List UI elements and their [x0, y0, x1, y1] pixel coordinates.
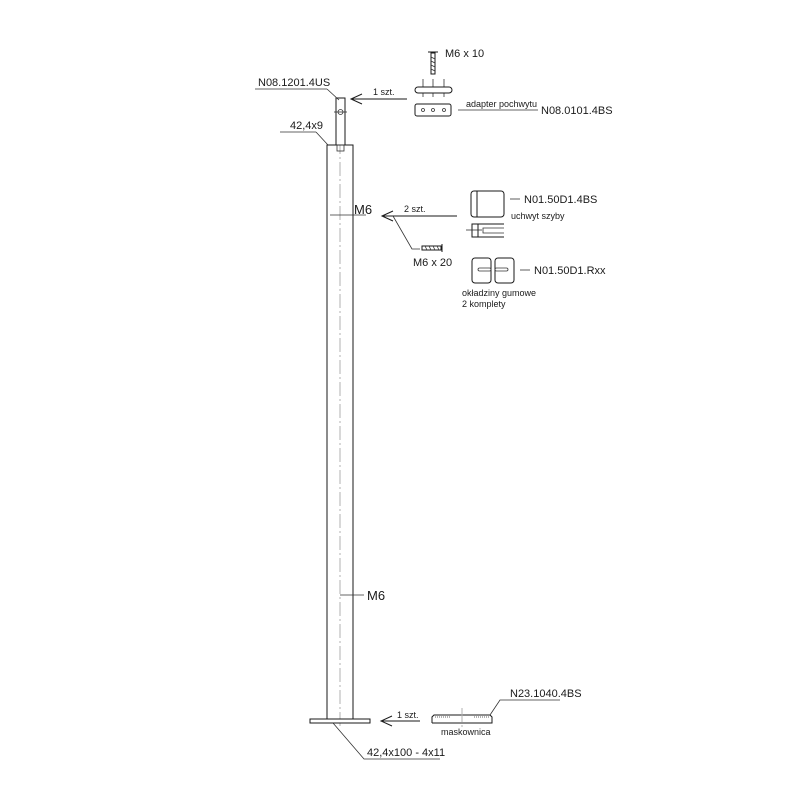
arrow-left-icon	[379, 715, 393, 727]
adapter-hole-2	[431, 108, 435, 112]
cover-name-label: maskownica	[441, 727, 491, 737]
adapter-top-view	[414, 103, 452, 117]
clamp-screw-label: M6 x 20	[413, 257, 452, 269]
arrow-left-icon	[349, 93, 363, 105]
cover-code-label: N23.1040.4BS	[510, 688, 582, 700]
clamp-front-view	[470, 190, 505, 218]
middle-thread: M6	[340, 588, 385, 603]
base-plate	[309, 718, 371, 724]
rubber-pad-left	[471, 257, 492, 284]
middle-m6-label: M6	[367, 588, 385, 603]
glass-clamp-assembly: M6 2 szt. M6 x 20 N01.50D1.4BS uchwyt sz…	[330, 190, 606, 309]
screw-m6x10-icon	[428, 51, 438, 75]
rubber-pad-right	[494, 257, 515, 284]
screw-leader	[392, 215, 420, 250]
adapter-hole-3	[442, 108, 446, 112]
rubber-code-label: N01.50D1.Rxx	[534, 265, 606, 277]
screw-m6x20-icon	[421, 244, 443, 252]
adapter-name-label: adapter pochwytu	[466, 99, 537, 109]
clamp-qty-label: 2 szt.	[404, 204, 426, 214]
post	[326, 140, 354, 728]
pin-label-group: N08.1201.4US	[255, 77, 340, 101]
clamp-code-label: N01.50D1.4BS	[524, 194, 597, 206]
plate-leader	[332, 722, 440, 760]
adapter-hole-1	[421, 108, 425, 112]
adapter-side-view	[414, 86, 453, 94]
plate-dimension-label: 42,4x100 - 4x11	[367, 747, 445, 759]
pin-body	[335, 97, 346, 146]
top-assembly: 1 szt. M6 x 10 adapter pochwytu N08.0101…	[349, 48, 613, 117]
clamp-side-view	[466, 223, 504, 238]
pin-leader	[326, 88, 340, 101]
base-assembly: 1 szt. N23.1040.4BS maskownica 42,4x100 …	[332, 688, 582, 760]
top-pin	[334, 97, 347, 152]
top-qty-label: 1 szt.	[373, 87, 395, 97]
rubber-name-line1: okładziny gumowe	[462, 288, 536, 298]
pin-dim-leader	[315, 131, 329, 146]
top-screw-label: M6 x 10	[445, 48, 484, 60]
pin-socket	[336, 144, 345, 152]
clamp-name-label: uchwyt szyby	[511, 211, 565, 221]
pin-dimension-label: 42,4x9	[290, 120, 323, 132]
base-qty-label: 1 szt.	[397, 710, 419, 720]
pin-dimension-group: 42,4x9	[280, 120, 329, 146]
rubber-name-line2: 2 komplety	[462, 299, 506, 309]
arrow-left-icon	[380, 210, 394, 222]
adapter-code-label: N08.0101.4BS	[541, 105, 613, 117]
rubber-pads	[471, 257, 515, 284]
pin-code-label: N08.1201.4US	[258, 77, 330, 89]
cover-leader	[489, 699, 560, 716]
upper-m6-label: M6	[354, 202, 372, 217]
